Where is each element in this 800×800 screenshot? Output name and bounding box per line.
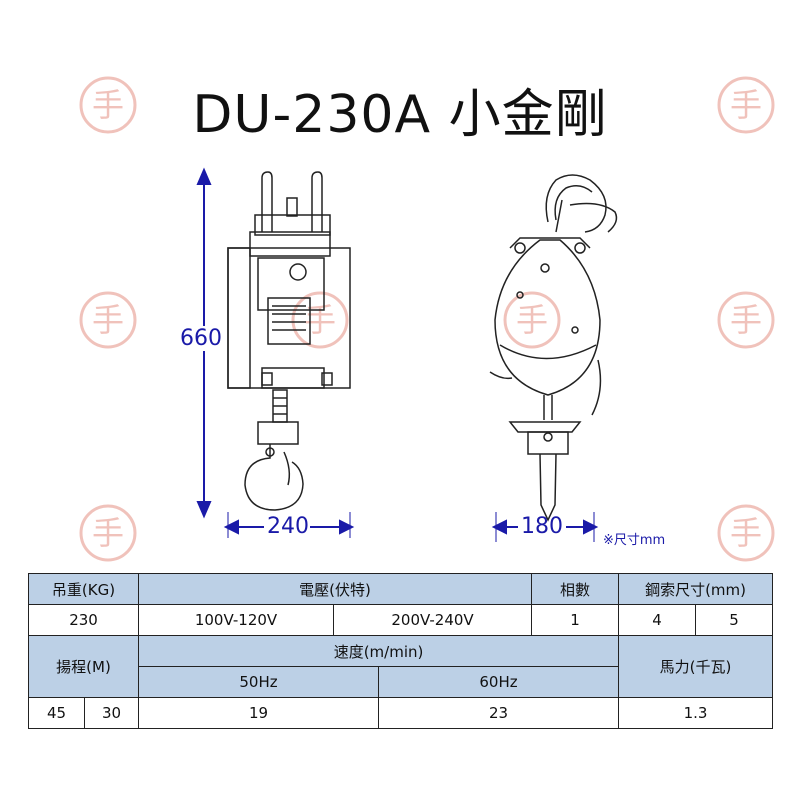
front-body bbox=[227, 231, 351, 389]
header-phase: 相數 bbox=[531, 573, 620, 605]
value-speed-60hz: 23 bbox=[378, 697, 620, 729]
dimension-lines bbox=[196, 167, 599, 542]
hoist-technical-drawing bbox=[196, 167, 618, 542]
value-phase: 1 bbox=[531, 604, 620, 636]
svg-text:手: 手 bbox=[730, 301, 762, 339]
value-rope-2: 5 bbox=[695, 604, 774, 636]
svg-text:手: 手 bbox=[730, 514, 762, 552]
svg-text:手: 手 bbox=[516, 301, 548, 339]
header-lift-height: 揚程(M) bbox=[27, 635, 140, 698]
value-lift-1: 45 bbox=[28, 697, 85, 729]
product-title: DU-230A 小金剛 bbox=[192, 85, 608, 145]
header-50hz: 50Hz bbox=[138, 666, 380, 698]
value-power: 1.3 bbox=[618, 697, 774, 729]
seal-watermark-icon: 手 bbox=[503, 291, 561, 349]
svg-text:手: 手 bbox=[92, 86, 124, 124]
value-load: 230 bbox=[27, 604, 140, 636]
front-hook bbox=[244, 389, 304, 511]
svg-text:手: 手 bbox=[92, 301, 124, 339]
header-power: 馬力(千瓦) bbox=[618, 635, 774, 698]
height-dimension-label: 660 bbox=[180, 326, 222, 351]
header-speed: 速度(m/min) bbox=[138, 635, 620, 667]
header-rope-size: 鋼索尺寸(mm) bbox=[618, 573, 774, 605]
seal-watermark-icon: 手 bbox=[79, 291, 137, 349]
value-rope-1: 4 bbox=[618, 604, 697, 636]
side-shank bbox=[508, 395, 582, 522]
value-lift-2: 30 bbox=[83, 697, 140, 729]
unit-note: ※尺寸mm bbox=[603, 533, 666, 548]
side-body bbox=[489, 237, 602, 416]
svg-text:手: 手 bbox=[730, 86, 762, 124]
value-voltage-1: 100V-120V bbox=[138, 604, 335, 636]
header-60hz: 60Hz bbox=[378, 666, 620, 698]
seal-watermark-icon: 手 bbox=[717, 291, 775, 349]
svg-text:手: 手 bbox=[92, 514, 124, 552]
side-hook bbox=[545, 174, 618, 233]
side-width-dimension-label: 180 bbox=[521, 514, 563, 539]
value-speed-50hz: 19 bbox=[138, 697, 380, 729]
seal-watermark-icon: 手 bbox=[717, 76, 775, 134]
seal-watermark-icon: 手 bbox=[79, 504, 137, 562]
front-width-dimension-label: 240 bbox=[267, 514, 309, 539]
seal-watermark-icon: 手 bbox=[79, 76, 137, 134]
header-load: 吊重(KG) bbox=[27, 573, 140, 605]
front-hanger bbox=[254, 171, 331, 236]
seal-watermark-icon: 手 bbox=[717, 504, 775, 562]
value-voltage-2: 200V-240V bbox=[333, 604, 533, 636]
spec-table: 吊重(KG) 電壓(伏特) 相數 鋼索尺寸(mm) 230 100V-120V … bbox=[27, 573, 774, 729]
header-voltage: 電壓(伏特) bbox=[138, 573, 533, 605]
